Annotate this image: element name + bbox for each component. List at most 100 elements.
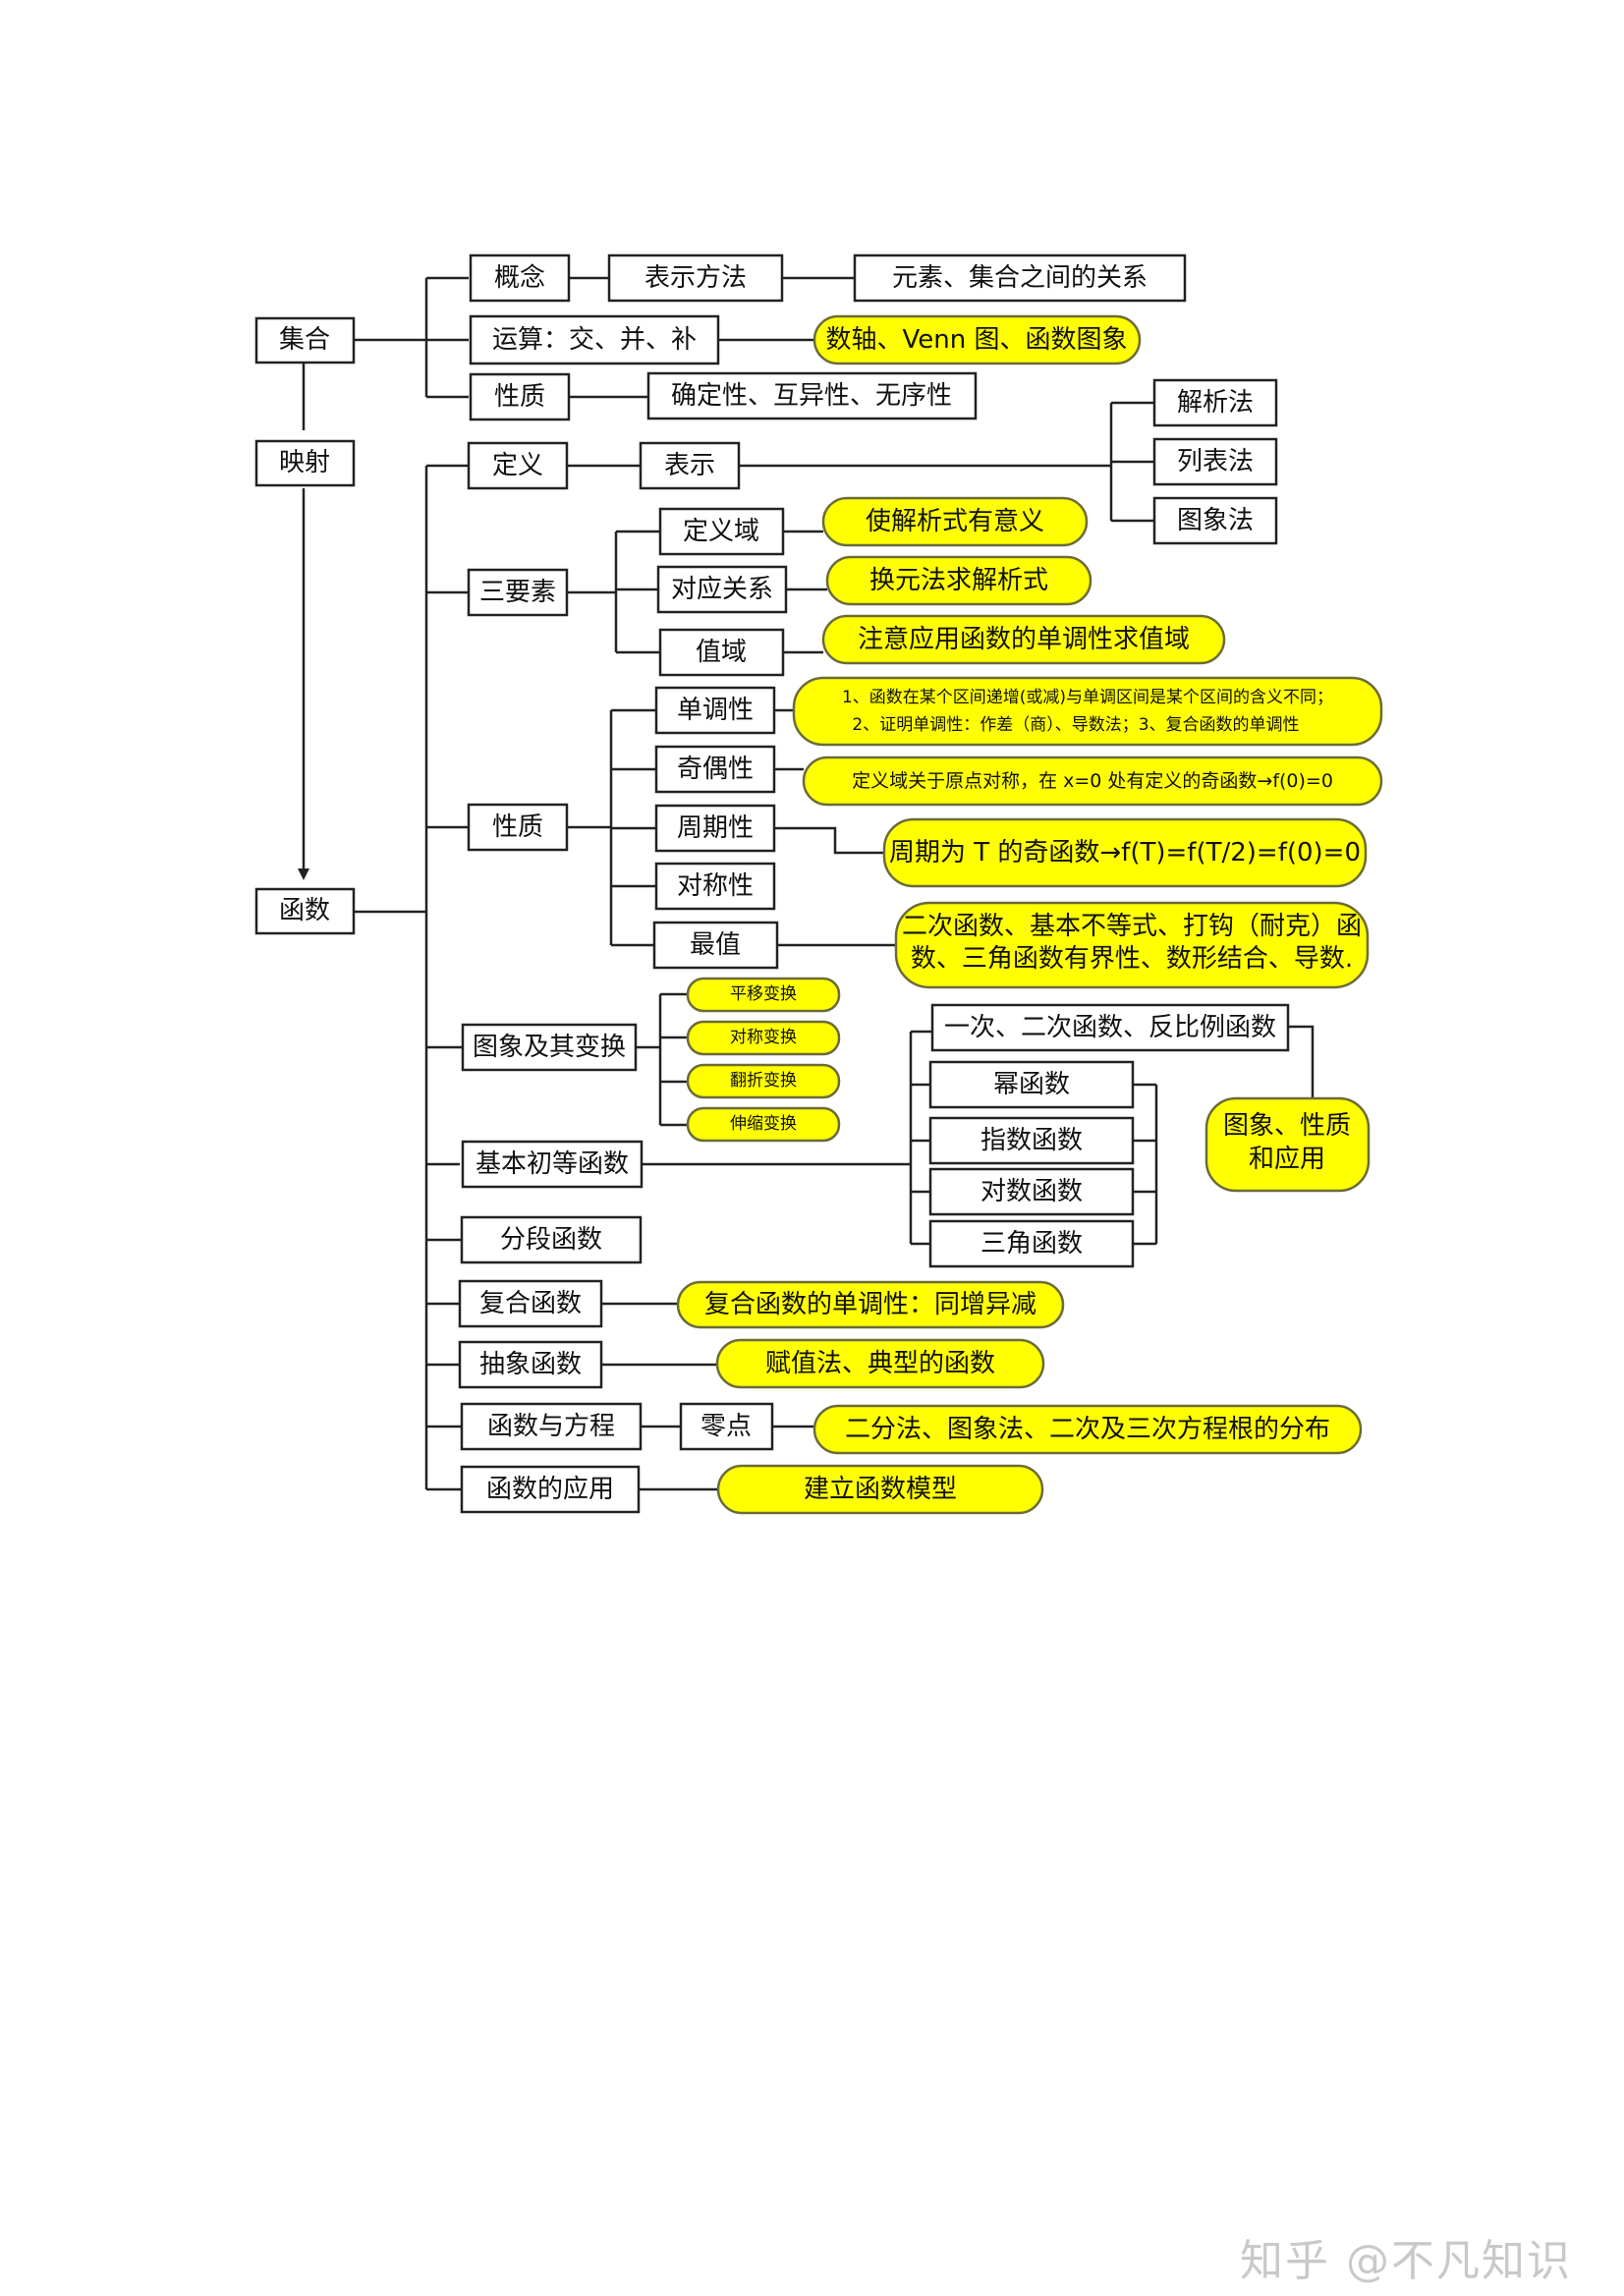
node-piecewise-label: 分段函数 bbox=[500, 1225, 602, 1255]
node-three-elements-label: 三要素 bbox=[479, 578, 556, 607]
note-extremum: 二次函数、基本不等式、打钩（耐克）函 数、三角函数有界性、数形结合、导数. bbox=[894, 901, 1370, 989]
node-periodicity: 周期性 bbox=[654, 804, 776, 853]
note-correspondence-label: 换元法求解析式 bbox=[869, 566, 1048, 595]
note-periodicity-label: 周期为 T 的奇函数→f(T)=f(T/2)=f(0)=0 bbox=[889, 838, 1361, 868]
node-three-elements: 三要素 bbox=[467, 568, 569, 617]
node-abstract: 抽象函数 bbox=[458, 1340, 603, 1389]
node-exponential: 指数函数 bbox=[928, 1116, 1135, 1165]
node-elementary-functions: 基本初等函数 bbox=[461, 1140, 644, 1189]
note-parity-label: 定义域关于原点对称，在 x=0 处有定义的奇函数→f(0)=0 bbox=[852, 770, 1333, 792]
note-extremum-line-1: 二次函数、基本不等式、打钩（耐克）函 bbox=[902, 912, 1362, 941]
node-symmetry-label: 对称性 bbox=[677, 871, 754, 901]
note-composite: 复合函数的单调性：同增异减 bbox=[676, 1280, 1065, 1329]
node-function-properties: 性质 bbox=[467, 803, 569, 852]
node-correspondence: 对应关系 bbox=[656, 565, 788, 614]
note-function-application-label: 建立函数模型 bbox=[804, 1475, 957, 1504]
note-parity: 定义域关于原点对称，在 x=0 处有定义的奇函数→f(0)=0 bbox=[802, 756, 1383, 807]
node-set-operations-label: 运算：交、并、补 bbox=[492, 325, 697, 355]
node-graph-method-label: 图象法 bbox=[1177, 506, 1254, 535]
note-number-line-venn-label: 数轴、Venn 图、函数图象 bbox=[826, 325, 1128, 355]
node-parity-label: 奇偶性 bbox=[677, 755, 754, 784]
node-stretch: 伸缩变换 bbox=[686, 1106, 841, 1143]
node-table-method: 列表法 bbox=[1152, 437, 1278, 486]
note-graph-property-line-2: 和应用 bbox=[1249, 1145, 1325, 1174]
node-mapping: 映射 bbox=[254, 439, 356, 487]
node-set-operations: 运算：交、并、补 bbox=[469, 314, 720, 365]
node-piecewise: 分段函数 bbox=[460, 1215, 643, 1264]
note-composite-label: 复合函数的单调性：同增异减 bbox=[704, 1290, 1036, 1319]
node-function-application: 函数的应用 bbox=[460, 1465, 641, 1514]
node-concept: 概念 bbox=[469, 253, 571, 303]
node-set-properties: 性质 bbox=[469, 372, 571, 421]
node-representation-method-label: 表示方法 bbox=[644, 263, 747, 293]
note-domain: 使解析式有意义 bbox=[821, 496, 1089, 547]
node-graph-transform: 图象及其变换 bbox=[461, 1023, 638, 1072]
node-composite-label: 复合函数 bbox=[479, 1289, 582, 1318]
node-flip-label: 翻折变换 bbox=[730, 1071, 797, 1091]
node-representation-label: 表示 bbox=[664, 451, 715, 480]
note-number-line-venn: 数轴、Venn 图、函数图象 bbox=[812, 314, 1142, 365]
node-sets: 集合 bbox=[254, 316, 356, 364]
note-abstract-label: 赋值法、典型的函数 bbox=[765, 1349, 995, 1378]
node-trigonometric-label: 三角函数 bbox=[980, 1229, 1083, 1259]
node-function-equation: 函数与方程 bbox=[460, 1402, 643, 1451]
node-linear-quadratic-label: 一次、二次函数、反比例函数 bbox=[944, 1013, 1276, 1042]
node-range: 值域 bbox=[658, 628, 785, 677]
note-graph-property-line-1: 图象、性质 bbox=[1223, 1111, 1351, 1141]
note-graph-property-application: 图象、性质 和应用 bbox=[1204, 1096, 1371, 1193]
node-logarithmic-label: 对数函数 bbox=[980, 1177, 1083, 1206]
node-determinacy: 确定性、互异性、无序性 bbox=[646, 371, 978, 420]
node-sets-label: 集合 bbox=[279, 325, 330, 355]
node-logarithmic: 对数函数 bbox=[928, 1167, 1135, 1216]
node-linear-quadratic: 一次、二次函数、反比例函数 bbox=[930, 1003, 1290, 1052]
note-abstract: 赋值法、典型的函数 bbox=[715, 1338, 1045, 1389]
node-symmetric-transform-label: 对称变换 bbox=[730, 1028, 797, 1047]
note-range-label: 注意应用函数的单调性求值域 bbox=[858, 625, 1190, 654]
node-zero-point-label: 零点 bbox=[700, 1412, 752, 1441]
connectors bbox=[298, 276, 1315, 1491]
node-domain-label: 定义域 bbox=[683, 517, 759, 546]
note-periodicity: 周期为 T 的奇函数→f(T)=f(T/2)=f(0)=0 bbox=[882, 817, 1368, 888]
node-range-label: 值域 bbox=[696, 638, 747, 667]
node-mapping-label: 映射 bbox=[279, 448, 330, 477]
node-function-label: 函数 bbox=[279, 896, 330, 925]
node-exponential-label: 指数函数 bbox=[980, 1126, 1083, 1155]
note-extremum-line-2: 数、三角函数有界性、数形结合、导数. bbox=[911, 944, 1353, 974]
node-analytic-method-label: 解析法 bbox=[1177, 388, 1254, 418]
node-representation-method: 表示方法 bbox=[607, 253, 784, 303]
note-range: 注意应用函数的单调性求值域 bbox=[821, 614, 1226, 665]
node-function-equation-label: 函数与方程 bbox=[487, 1412, 615, 1441]
node-function-application-label: 函数的应用 bbox=[486, 1475, 614, 1504]
node-symmetric-transform: 对称变换 bbox=[686, 1020, 841, 1056]
node-element-set-relation: 元素、集合之间的关系 bbox=[853, 253, 1187, 303]
node-stretch-label: 伸缩变换 bbox=[730, 1114, 797, 1134]
note-domain-label: 使解析式有意义 bbox=[866, 507, 1044, 536]
node-domain: 定义域 bbox=[658, 507, 785, 556]
node-function: 函数 bbox=[254, 887, 356, 935]
node-power: 幂函数 bbox=[928, 1060, 1135, 1109]
node-analytic-method: 解析法 bbox=[1152, 378, 1278, 427]
node-function-properties-label: 性质 bbox=[492, 812, 543, 842]
note-correspondence: 换元法求解析式 bbox=[825, 555, 1092, 606]
note-monotonicity-line-1: 1、函数在某个区间递增(或减)与单调区间是某个区间的含义不同； bbox=[842, 688, 1333, 707]
node-periodicity-label: 周期性 bbox=[677, 813, 754, 843]
node-extremum-label: 最值 bbox=[690, 930, 741, 960]
node-element-set-relation-label: 元素、集合之间的关系 bbox=[892, 263, 1148, 293]
node-zero-point: 零点 bbox=[679, 1402, 774, 1451]
node-definition-label: 定义 bbox=[492, 451, 543, 480]
note-monotonicity: 1、函数在某个区间递增(或减)与单调区间是某个区间的含义不同； 2、证明单调性：… bbox=[792, 676, 1383, 747]
node-extremum: 最值 bbox=[652, 921, 779, 970]
node-monotonicity-label: 单调性 bbox=[677, 696, 754, 725]
node-graph-transform-label: 图象及其变换 bbox=[473, 1033, 626, 1062]
node-translation-label: 平移变换 bbox=[730, 984, 797, 1004]
node-representation: 表示 bbox=[639, 441, 741, 490]
node-graph-method: 图象法 bbox=[1152, 496, 1278, 545]
node-composite: 复合函数 bbox=[458, 1279, 603, 1328]
node-concept-label: 概念 bbox=[494, 263, 545, 293]
note-monotonicity-line-2: 2、证明单调性：作差（商）、导数法；3、复合函数的单调性 bbox=[852, 715, 1299, 735]
node-table-method-label: 列表法 bbox=[1177, 447, 1254, 476]
watermark: 知乎 @不凡知识 bbox=[1240, 2236, 1572, 2286]
note-zero-point: 二分法、图象法、二次及三次方程根的分布 bbox=[812, 1404, 1363, 1455]
node-definition: 定义 bbox=[467, 441, 569, 490]
